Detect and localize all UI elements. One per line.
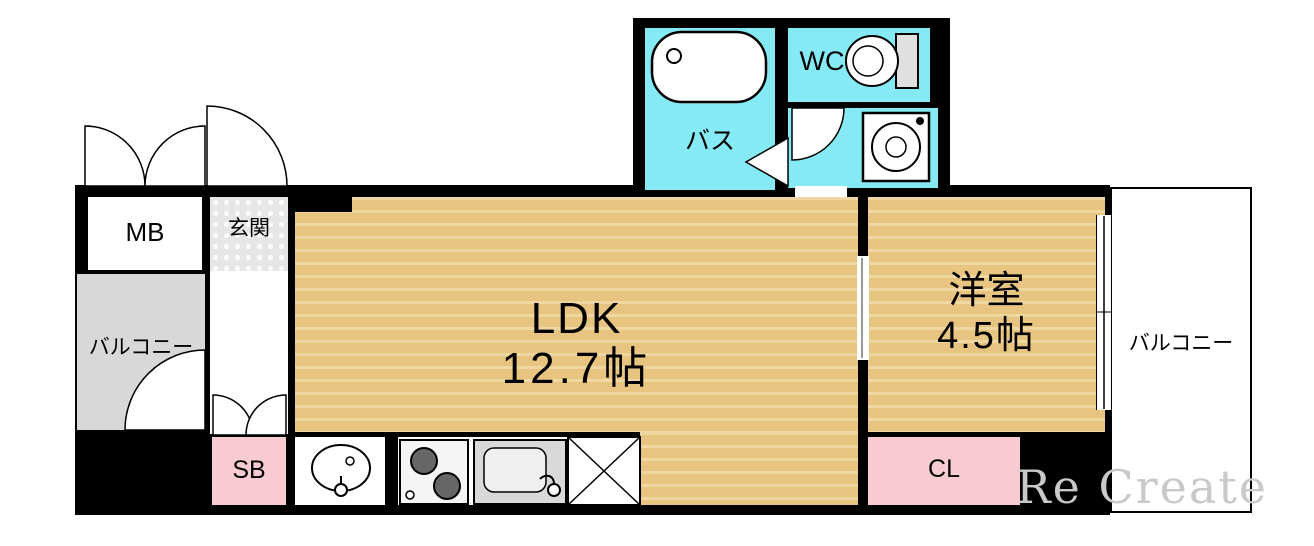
wc-label: WC (799, 46, 845, 76)
closet-label: CL (928, 455, 960, 483)
balcony-right-window (1096, 215, 1112, 410)
ldk-size-label: 12.7帖 (501, 344, 652, 393)
mb-door-arcs (84, 125, 206, 187)
balcony-right (1110, 187, 1252, 513)
meter-box-label: MB (125, 217, 165, 247)
shoe-box-label: SB (232, 456, 266, 484)
ldk-room-extension (640, 432, 858, 505)
western-room-doorway (857, 256, 869, 360)
watermark-logo: Re Create (1016, 460, 1269, 514)
washbasin-area (295, 437, 385, 505)
meter-box-room (88, 197, 202, 270)
refrigerator-space (568, 437, 640, 505)
laundry-doorway (795, 186, 847, 197)
western-size-label: 4.5帖 (937, 315, 1036, 357)
ldk-corner-duct (290, 185, 352, 212)
entrance-corridor (210, 271, 288, 434)
ldk-name-label: LDK (530, 294, 623, 343)
entrance-area (210, 197, 288, 271)
shoe-box (212, 437, 286, 505)
kitchen-counter-area (398, 437, 568, 505)
western-name-label: 洋室 (948, 270, 1025, 312)
western-room (868, 197, 1105, 432)
bath-label: バス (684, 127, 735, 155)
closet (868, 437, 1020, 505)
laundry-area (788, 108, 938, 188)
ldk-room (295, 197, 858, 432)
entrance-label: 玄関 (228, 217, 270, 240)
bath-room (645, 28, 775, 190)
entrance-door-arc (206, 105, 288, 187)
balcony-right-label: バルコニー (1128, 332, 1234, 355)
balcony-left-label: バルコニー (88, 336, 194, 359)
